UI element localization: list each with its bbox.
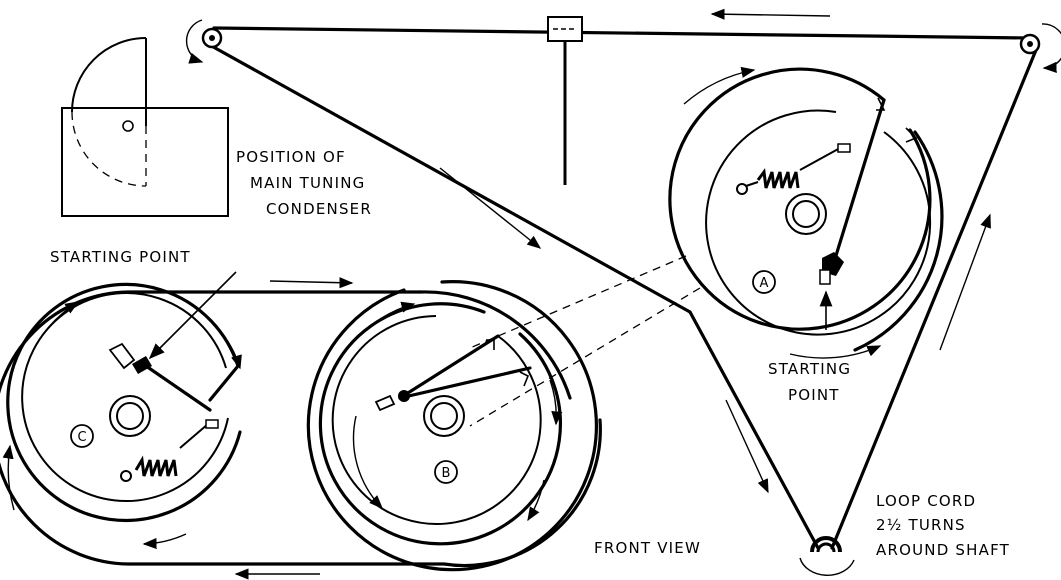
starting-point-label-right: STARTING POINT bbox=[768, 360, 851, 404]
condenser-label-line2: MAIN TUNING bbox=[250, 174, 365, 192]
loop-cord-line2: 2½ TURNS bbox=[876, 516, 966, 534]
condenser-sketch bbox=[61, 37, 229, 217]
condenser-label: POSITION OF MAIN TUNING CONDENSER bbox=[236, 148, 372, 218]
arrow-diagonal bbox=[439, 167, 542, 249]
dial-pointer bbox=[547, 16, 583, 185]
loop-cord-line1: LOOP CORD bbox=[876, 492, 976, 510]
arrow-right-side bbox=[939, 213, 991, 351]
drum-c-letter: C bbox=[77, 430, 86, 445]
drum-c: C bbox=[0, 271, 602, 568]
condenser-label-line1: POSITION OF bbox=[236, 148, 346, 166]
drum-b-letter: B bbox=[442, 466, 451, 481]
dash-line-lower bbox=[469, 287, 701, 427]
loop-cord-label: LOOP CORD 2½ TURNS AROUND SHAFT bbox=[876, 492, 1010, 559]
top-left-pulley bbox=[185, 19, 223, 64]
top-right-pulley bbox=[1019, 23, 1061, 74]
starting-point-right-line2: POINT bbox=[788, 386, 840, 404]
arrow-top bbox=[710, 8, 831, 20]
loop-cord-line3: AROUND SHAFT bbox=[876, 541, 1010, 559]
drum-a: A bbox=[668, 66, 944, 359]
drum-b: B bbox=[306, 280, 598, 572]
starting-point-label-left: STARTING POINT bbox=[50, 248, 191, 266]
front-view-label: FRONT VIEW bbox=[594, 539, 701, 557]
drum-a-letter: A bbox=[760, 276, 769, 291]
condenser-label-line3: CONDENSER bbox=[266, 200, 372, 218]
drum-a-spring bbox=[736, 143, 851, 195]
starting-point-right-line1: STARTING bbox=[768, 360, 851, 378]
tuning-shaft bbox=[799, 536, 855, 576]
drum-c-spring bbox=[120, 419, 219, 482]
main-cord-loop bbox=[206, 26, 1038, 550]
arrow-upper-run bbox=[269, 277, 354, 289]
arrow-left-side bbox=[725, 399, 769, 494]
dash-line-upper bbox=[469, 255, 687, 349]
